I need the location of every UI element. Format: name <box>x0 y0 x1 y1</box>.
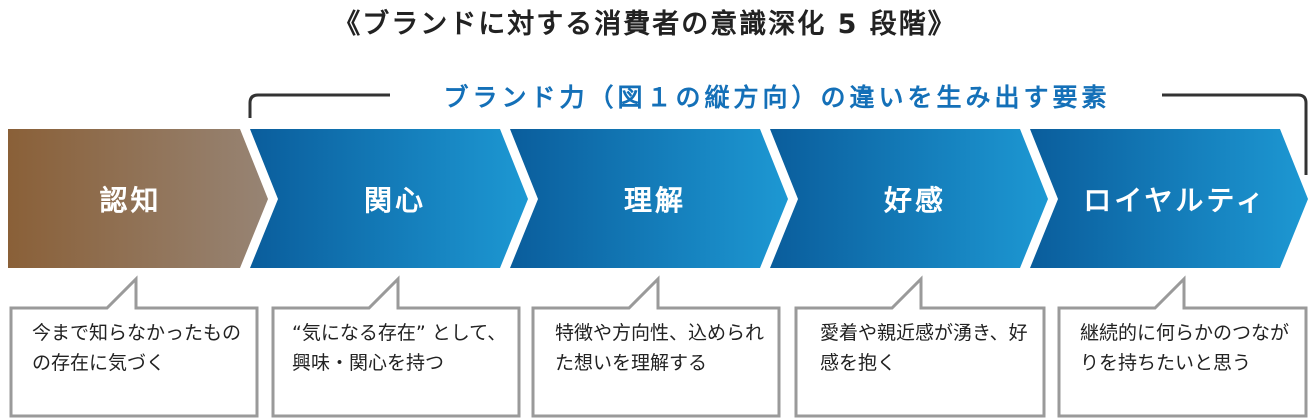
chevron-loyalty <box>1030 129 1308 268</box>
page-title: 《ブランドに対する消費者の意識深化 5 段階》 <box>333 9 957 40</box>
chevron-awareness <box>8 129 268 268</box>
stage-label: 認知 <box>99 184 162 217</box>
stage-description: “気になる存在” として、興味・関心を持つ <box>292 322 507 374</box>
stage-description: 愛着や親近感が湧き、好感を抱く <box>820 322 1028 374</box>
stage-label: 好感 <box>883 184 946 217</box>
stage-label: ロイヤルティ <box>1083 184 1267 217</box>
callout-box <box>271 275 521 418</box>
callout-box <box>794 275 1046 418</box>
chevron-favorability <box>770 129 1048 268</box>
callout-box <box>531 275 781 418</box>
bracket-line <box>248 93 1308 175</box>
stage-label: 理解 <box>623 184 686 217</box>
stage-description: 特徴や方向性、込められた想いを理解する <box>555 322 765 374</box>
chevron-understanding <box>510 129 788 268</box>
stage-description: 継続的に何らかのつながりを持ちたいと思う <box>1080 322 1290 374</box>
chevron-interest <box>250 129 528 268</box>
callout-box <box>1057 275 1308 418</box>
stage-description: 今まで知らなかったものの存在に気づく <box>32 322 242 374</box>
callout-box <box>9 275 259 418</box>
stage-label: 関心 <box>363 184 426 217</box>
bracket-label: ブランド力（図１の縦方向）の違いを生み出す要素 <box>392 78 1162 114</box>
